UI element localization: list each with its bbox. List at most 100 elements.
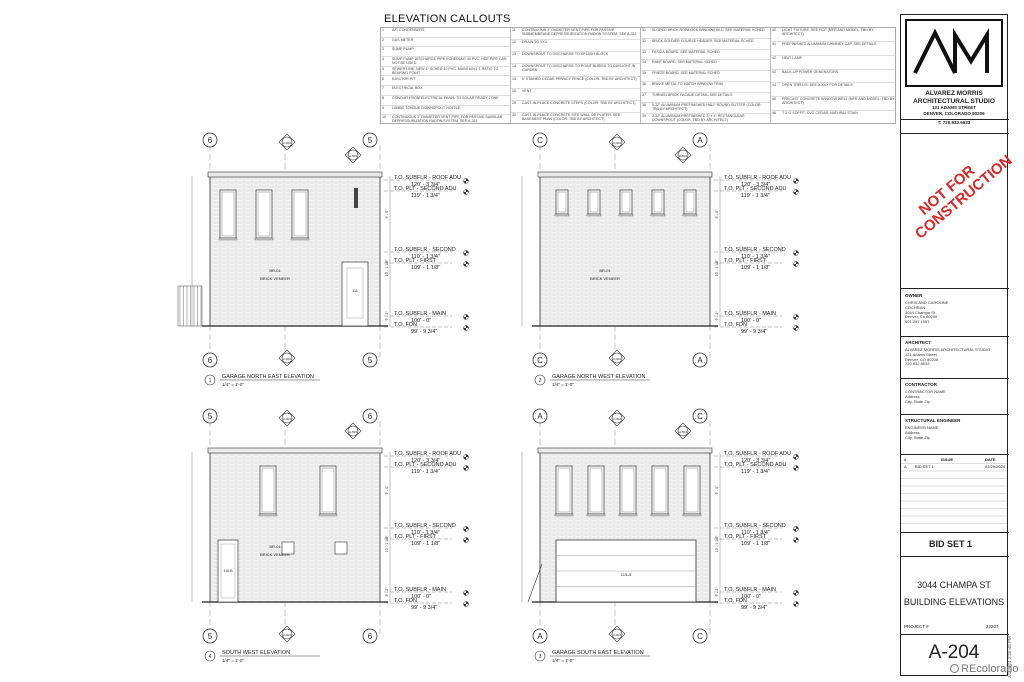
level-name: T.O. SUBFLR - ROOF ADU bbox=[724, 451, 791, 457]
grid-bubble bbox=[202, 132, 218, 148]
callout-number: 46 bbox=[772, 111, 776, 116]
window-sill bbox=[318, 513, 338, 517]
callout-number: 2 bbox=[382, 37, 384, 42]
material-label: BRICK VENEER bbox=[260, 276, 290, 281]
firm-logo-panel: ALVAREZ MORRIS ARCHITECTURAL STUDIO 121 … bbox=[901, 15, 1009, 120]
level-name: T.O. SUBFLR - ROOF ADU bbox=[724, 175, 791, 181]
grid-label: 5 bbox=[368, 136, 373, 145]
watermark-text: REcolorado bbox=[961, 663, 1019, 675]
parapet-cap bbox=[207, 171, 383, 178]
grid-label: 5 bbox=[208, 412, 213, 421]
door-tag: 115-A bbox=[621, 572, 632, 577]
architect-line: ALVAREZ MORRIS ARCHITECTURAL STUDIO bbox=[905, 347, 991, 352]
level-target-fill bbox=[463, 189, 469, 195]
level-target-fill bbox=[463, 178, 469, 184]
window-sill bbox=[618, 513, 638, 517]
entry-door bbox=[341, 261, 369, 327]
level-target-fill bbox=[793, 250, 799, 256]
window bbox=[587, 465, 605, 515]
window-sill bbox=[650, 513, 670, 517]
level-name: T.O. SUBFLR - MAIN bbox=[724, 311, 776, 317]
window-sill bbox=[586, 213, 602, 217]
window-sash bbox=[557, 467, 571, 513]
callout-number: 16 bbox=[512, 88, 516, 93]
grid-bubble bbox=[532, 352, 548, 368]
callout-description: OPEN TRELLIS. SEE A-XXX FOR DETAILS bbox=[782, 83, 853, 88]
callout-description: CAST-IN-PLACE CONCRETE SITE WALL OR PLAT… bbox=[522, 112, 621, 121]
window-sash bbox=[685, 191, 695, 213]
callout-description: SUMP PUMP DISCHARGE PIPE SCHEDULE 40 PVC… bbox=[392, 57, 507, 65]
contractor-line: City, State Zip bbox=[905, 398, 930, 404]
window-sash bbox=[557, 191, 567, 213]
engineer-heading: STRUCTURAL ENGINEER bbox=[905, 418, 961, 423]
level-elevation: 99' - 9 3/4" bbox=[411, 329, 437, 335]
callout-number: 7 bbox=[382, 86, 384, 91]
window-sash bbox=[321, 467, 335, 513]
level-elevation: 110' - 1 3/4" bbox=[741, 254, 770, 260]
level-name: T.O. FDN bbox=[724, 322, 747, 328]
grid-bubble bbox=[202, 408, 218, 424]
callout-description: BRAKE METAL TO MATCH WINDOW TRIM bbox=[652, 81, 723, 86]
section-marker-circle bbox=[611, 412, 623, 424]
level-name: T.O. PLT - FIRST bbox=[724, 534, 767, 540]
level-name: T.O. SUBFLR - SECOND bbox=[724, 523, 786, 529]
owner-line: 501.297.1957 bbox=[905, 319, 930, 325]
issue-cell-number: A bbox=[904, 464, 907, 469]
callout-number: 15 bbox=[512, 76, 516, 81]
view-title: GARAGE SOUTH EAST ELEVATION bbox=[552, 650, 644, 656]
architect-heading: ARCHITECT bbox=[905, 340, 931, 345]
issue-cell-date: 02/29/2024 bbox=[985, 464, 1006, 469]
sheet-title: BUILDING ELEVATIONS bbox=[903, 597, 1005, 607]
callout-row: 4 SUMP PUMP DISCHARGE PIPE SCHEDULE 40 PV… bbox=[381, 57, 510, 67]
callout-description: EJECTOR PIT bbox=[392, 76, 416, 81]
dimension-text: 9' - 0" bbox=[385, 209, 389, 219]
window-sash bbox=[685, 467, 699, 513]
callout-number: 9 bbox=[382, 105, 384, 110]
grid-bubble bbox=[362, 352, 378, 368]
callout-description: LAMBS TONGUE DOWNSPOUT NOZZLE bbox=[392, 105, 461, 110]
level-target-fill bbox=[463, 465, 469, 471]
callout-number: 4 bbox=[382, 57, 384, 62]
view-scale: 1/4" = 1'-0" bbox=[552, 382, 574, 387]
callout-row: 9 LAMBS TONGUE DOWNSPOUT NOZZLE bbox=[381, 106, 510, 116]
section-marker-ref: A-304 bbox=[613, 633, 621, 637]
project-label: PROJECT # bbox=[904, 624, 929, 629]
callout-number: 42 bbox=[772, 55, 776, 60]
small-window bbox=[334, 541, 348, 555]
window-sash bbox=[621, 191, 631, 213]
window-sill bbox=[618, 213, 634, 217]
grid-bubble bbox=[362, 408, 378, 424]
level-elevation: 110' - 1 3/4" bbox=[411, 530, 440, 536]
window-sash bbox=[261, 467, 275, 513]
contractor-line: CONTRACTOR NAME bbox=[905, 389, 946, 394]
level-name: T.O. PLT - FIRST bbox=[394, 534, 437, 540]
level-name: T.O. SUBFLR - MAIN bbox=[394, 311, 446, 317]
level-name: T.O. SUBFLR - ROOF ADU bbox=[394, 175, 461, 181]
dimension-text: 10' - 1 1/8" bbox=[385, 259, 389, 276]
window bbox=[651, 189, 665, 215]
view-number-bubble bbox=[204, 650, 216, 662]
callout-description: PREFINISHED ALUMINUM CHIMNEY CAP. SEE DE… bbox=[782, 41, 877, 46]
view-number: 4 bbox=[209, 654, 212, 660]
view-number-bubble bbox=[534, 650, 546, 662]
parapet-cap bbox=[207, 447, 383, 454]
window-sill bbox=[650, 213, 666, 217]
grid-label: A bbox=[537, 632, 543, 641]
material-label: BRICK VENEER bbox=[590, 276, 620, 281]
level-target-fill bbox=[793, 454, 799, 460]
